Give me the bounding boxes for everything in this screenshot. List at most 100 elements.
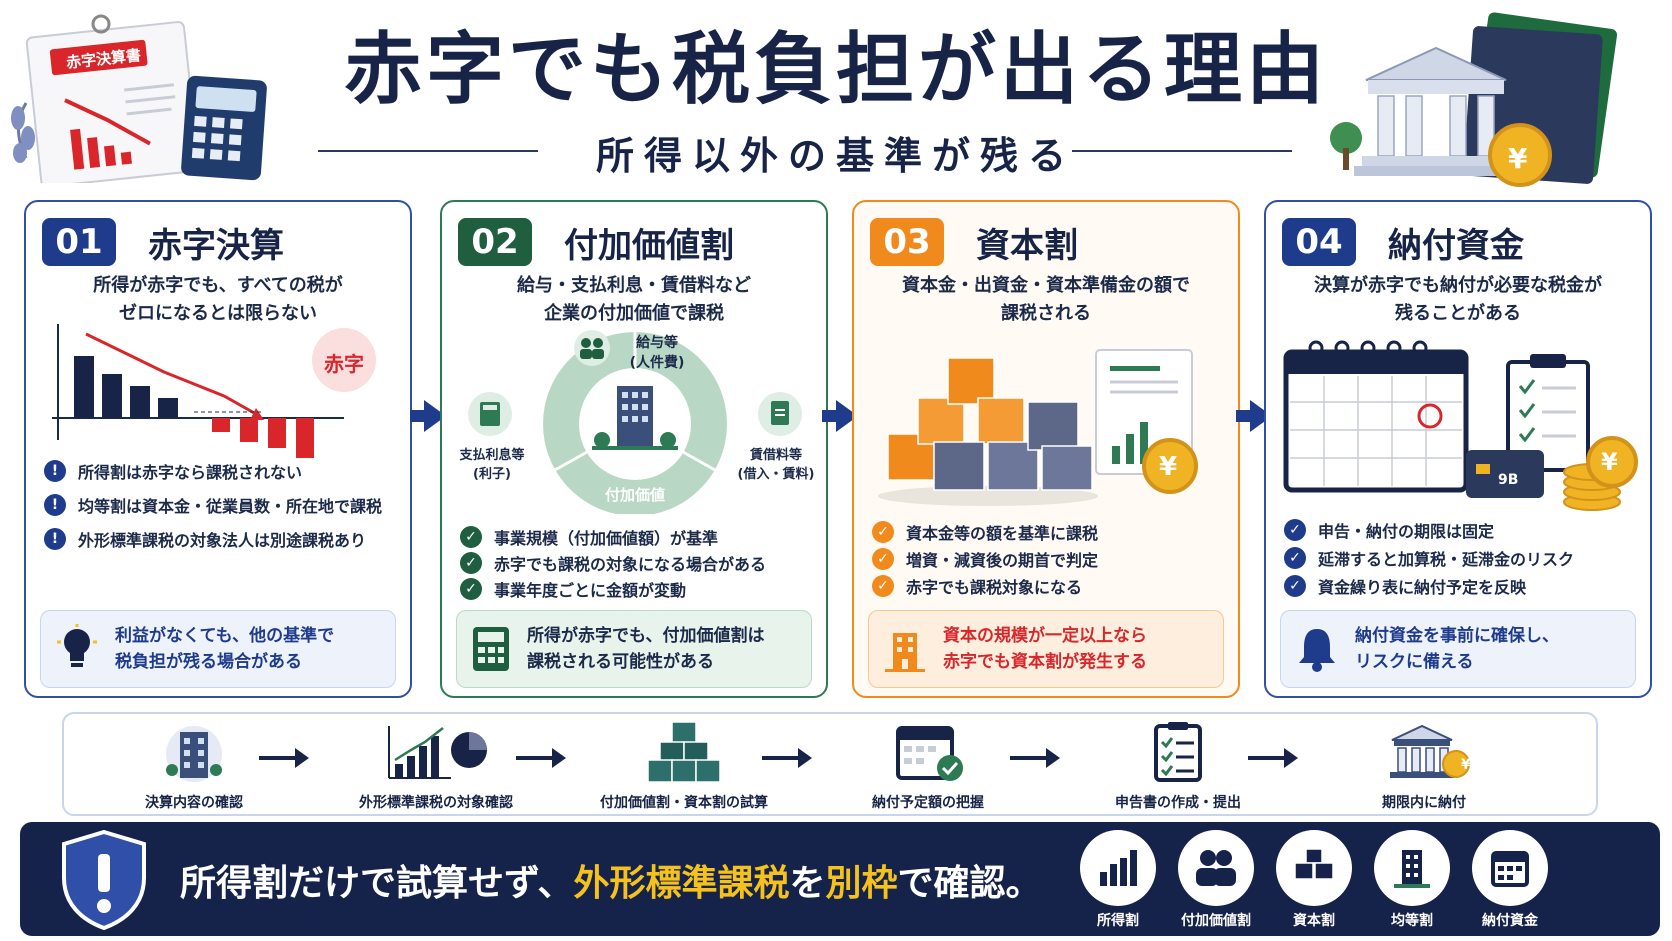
flow-step: 申告書の作成・提出 <box>1078 720 1278 812</box>
bullet-item: ✓増資・減資後の期首で判定 <box>872 545 1228 572</box>
card-number: 04 <box>1282 218 1356 266</box>
flow-step-label: 申告書の作成・提出 <box>1115 795 1241 811</box>
bar-chart-icon <box>1100 850 1137 886</box>
card-capital: 03 資本割 資本金・出資金・資本準備金の額で課税される ¥ <box>852 200 1240 698</box>
bottom-banner: 所得割だけで試算せず、外形標準課税を別枠で確認。 所得割 付加価値割 資本割 均… <box>20 822 1660 936</box>
check-icon: ✓ <box>460 578 482 600</box>
card-number: 03 <box>870 218 944 266</box>
flow-step: 決算内容の確認 <box>94 720 294 812</box>
banner-message: 所得割だけで試算せず、外形標準課税を別枠で確認。 <box>180 863 1042 904</box>
payment-calendar-illustration: 9B ¥ <box>1280 332 1646 512</box>
bullet-item: ✓申告・納付の期限は固定 <box>1284 516 1640 544</box>
process-flow: 決算内容の確認 外形標準課税の対象確認 付加価値割・資本割の試算 納付予定額の把 <box>62 712 1598 816</box>
card-note: 納付資金を事前に確保し、リスクに備える <box>1280 610 1636 688</box>
flow-arrow <box>1010 748 1060 768</box>
bullet-item: !所得割は赤字なら課税されない <box>44 454 400 488</box>
flow-step-label: 納付予定額の把握 <box>872 795 984 811</box>
yen-coin-text: ¥ <box>1461 757 1471 773</box>
diagram-left-label: 支払利息等 <box>459 448 525 463</box>
check-icon: ✓ <box>872 574 894 597</box>
card-number: 01 <box>42 218 116 266</box>
flow-step-label: 外形標準課税の対象確認 <box>359 795 513 811</box>
flow-step-label: 期限内に納付 <box>1382 795 1466 811</box>
card-description: 給与・支払利息・賃借料など企業の付加価値で課税 <box>517 275 751 324</box>
check-icon: ✓ <box>1284 547 1306 569</box>
card-description: 所得が赤字でも、すべての税がゼロになるとは限らない <box>93 275 343 324</box>
flow-arrow <box>762 748 812 768</box>
banner-icon-income: 所得割 <box>1078 830 1158 930</box>
yen-coin-text: ¥ <box>1159 452 1178 482</box>
header-illustration-right: ¥ <box>1318 10 1658 190</box>
building-icon <box>1394 850 1430 888</box>
chart-icon <box>388 726 487 779</box>
card-payment-funds: 04 納付資金 決算が赤字でも納付が必要な税金が残ることがある <box>1264 200 1652 698</box>
card-note: 資本の規模が一定以上なら赤字でも資本割が発生する <box>868 610 1224 688</box>
shield-warning-icon <box>62 829 146 930</box>
page-title: 赤字でも税負担が出る理由 <box>343 25 1328 115</box>
check-icon: ✓ <box>1284 575 1306 597</box>
check-icon: ✓ <box>460 526 482 548</box>
bullet-item: ✓事業規模（付加価値額）が基準 <box>460 524 816 550</box>
bank-icon <box>1390 724 1470 778</box>
exclamation-icon: ! <box>44 494 66 516</box>
check-icon: ✓ <box>1284 519 1306 541</box>
flow-arrow <box>1248 748 1298 768</box>
calendar-check-icon <box>896 726 963 781</box>
banner-icon-capital: 資本割 <box>1274 830 1354 930</box>
card-title: 付加価値割 <box>564 225 734 266</box>
flow-arrow <box>259 748 309 768</box>
calculator-icon <box>473 627 509 671</box>
capital-blocks-illustration: ¥ <box>878 338 1218 508</box>
card-description: 決算が赤字でも納付が必要な税金が残ることがある <box>1314 275 1602 324</box>
flow-step: 外形標準課税の対象確認 <box>336 720 536 812</box>
yen-coin-text: ¥ <box>1601 448 1618 476</box>
bullet-item: ✓資金繰り表に納付予定を反映 <box>1284 572 1640 600</box>
value-added-diagram: 給与等(人件費) 支払利息等(利子) 賃借料等(借入・賃料) 付加価値 <box>452 328 818 516</box>
flow-step-label: 付加価値割・資本割の試算 <box>600 795 768 811</box>
page-subtitle: 所得以外の基準が残る <box>595 134 1076 178</box>
card-title: 赤字決算 <box>148 225 284 266</box>
exclamation-icon: ! <box>44 528 66 550</box>
card-note: 所得が赤字でも、付加価値割は課税される可能性がある <box>456 610 812 688</box>
bullet-item: ✓赤字でも課税対象になる <box>872 572 1228 599</box>
card-number: 02 <box>458 218 532 266</box>
deficit-badge: 赤字 <box>324 352 364 376</box>
bullet-item: ✓延滞すると加算税・延滞金のリスク <box>1284 544 1640 572</box>
card-deficit: 01 赤字決算 所得が赤字でも、すべての税がゼロになるとは限らない 赤字 !所得… <box>24 200 412 698</box>
diagram-center-label: 付加価値 <box>604 486 665 504</box>
card-value-added: 02 付加価値割 給与・支払利息・賃借料など企業の付加価値で課税 給与等(人件費… <box>440 200 828 698</box>
building-icon <box>166 726 222 782</box>
subtitle-line-left <box>318 150 538 152</box>
bullet-item: ✓赤字でも課税の対象になる場合がある <box>460 550 816 576</box>
cubes-icon <box>647 721 721 783</box>
exclamation-icon: ! <box>44 460 66 482</box>
check-icon: ✓ <box>872 547 894 570</box>
deficit-chart-illustration: 赤字 <box>44 320 404 470</box>
flow-arrow <box>516 748 566 768</box>
card-title: 納付資金 <box>1388 225 1524 266</box>
check-icon: ✓ <box>872 520 894 543</box>
diagram-right-label: 賃借料等 <box>749 448 802 463</box>
bell-icon <box>1299 629 1335 672</box>
card-title: 資本割 <box>976 225 1078 266</box>
flow-step: 付加価値割・資本割の試算 <box>584 720 784 812</box>
bullet-item: ✓資本金等の額を基準に課税 <box>872 518 1228 545</box>
check-icon: ✓ <box>460 552 482 574</box>
diagram-top-label: 給与等 <box>636 335 678 351</box>
card-description: 資本金・出資金・資本準備金の額で課税される <box>902 275 1190 324</box>
banner-icon-value-added: 付加価値割 <box>1176 830 1256 930</box>
banner-icon-payment-funds: 納付資金 <box>1470 830 1550 930</box>
card-note: 利益がなくても、他の基準で税負担が残る場合がある <box>40 610 396 688</box>
flow-step: 納付予定額の把握 <box>828 720 1028 812</box>
bullet-item: !外形標準課税の対象法人は別途課税あり <box>44 522 400 556</box>
building-icon <box>885 633 925 672</box>
card-label: 9B <box>1498 472 1519 488</box>
header-illustration-left: 赤字決算書 <box>6 8 281 188</box>
bullet-item: ✓事業年度ごとに金額が変動 <box>460 576 816 602</box>
checklist-icon <box>1154 722 1202 782</box>
flow-step-label: 決算内容の確認 <box>145 795 243 811</box>
lightbulb-icon <box>57 624 97 667</box>
calendar-icon <box>1491 851 1529 887</box>
cubes-icon <box>1294 848 1334 880</box>
flow-step: ¥ 期限内に納付 <box>1324 720 1524 812</box>
